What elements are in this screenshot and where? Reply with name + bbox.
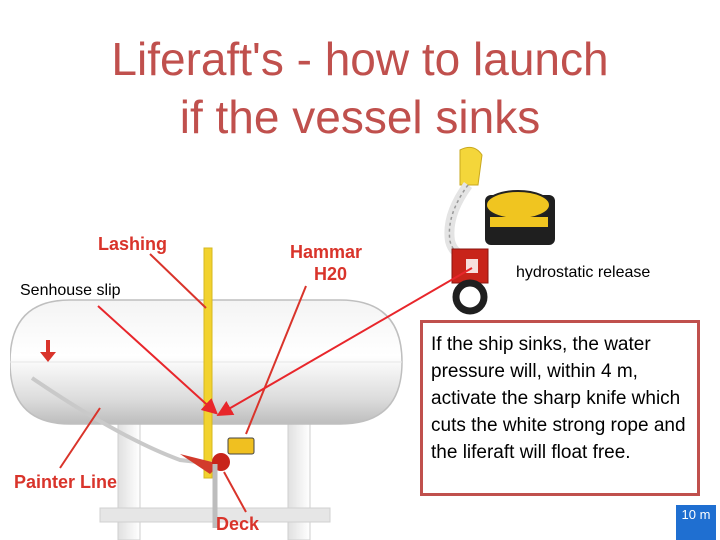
label-lashing: Lashing: [98, 234, 167, 254]
label-hammar: Hammar: [290, 242, 362, 262]
title-line-2: if the vessel sinks: [179, 91, 541, 143]
hydrostatic-release-unit-icon: [444, 146, 555, 315]
label-deck: Deck: [216, 514, 260, 534]
slide-title: Liferaft's - how to launch if the vessel…: [40, 30, 680, 146]
title-line-1: Liferaft's - how to launch: [111, 33, 609, 85]
page-number-badge: 10 m: [676, 505, 716, 540]
label-h20: H20: [314, 264, 347, 284]
label-painter-line: Painter Line: [14, 472, 117, 492]
info-text-box: If the ship sinks, the water pressure wi…: [420, 320, 700, 496]
liferaft-cradle-illustration: Lashing Hammar H20 Painter Line Deck: [10, 228, 412, 540]
senhouse-slip-label: Senhouse slip: [20, 282, 121, 299]
hydrostatic-release-label: hydrostatic release: [516, 264, 651, 281]
